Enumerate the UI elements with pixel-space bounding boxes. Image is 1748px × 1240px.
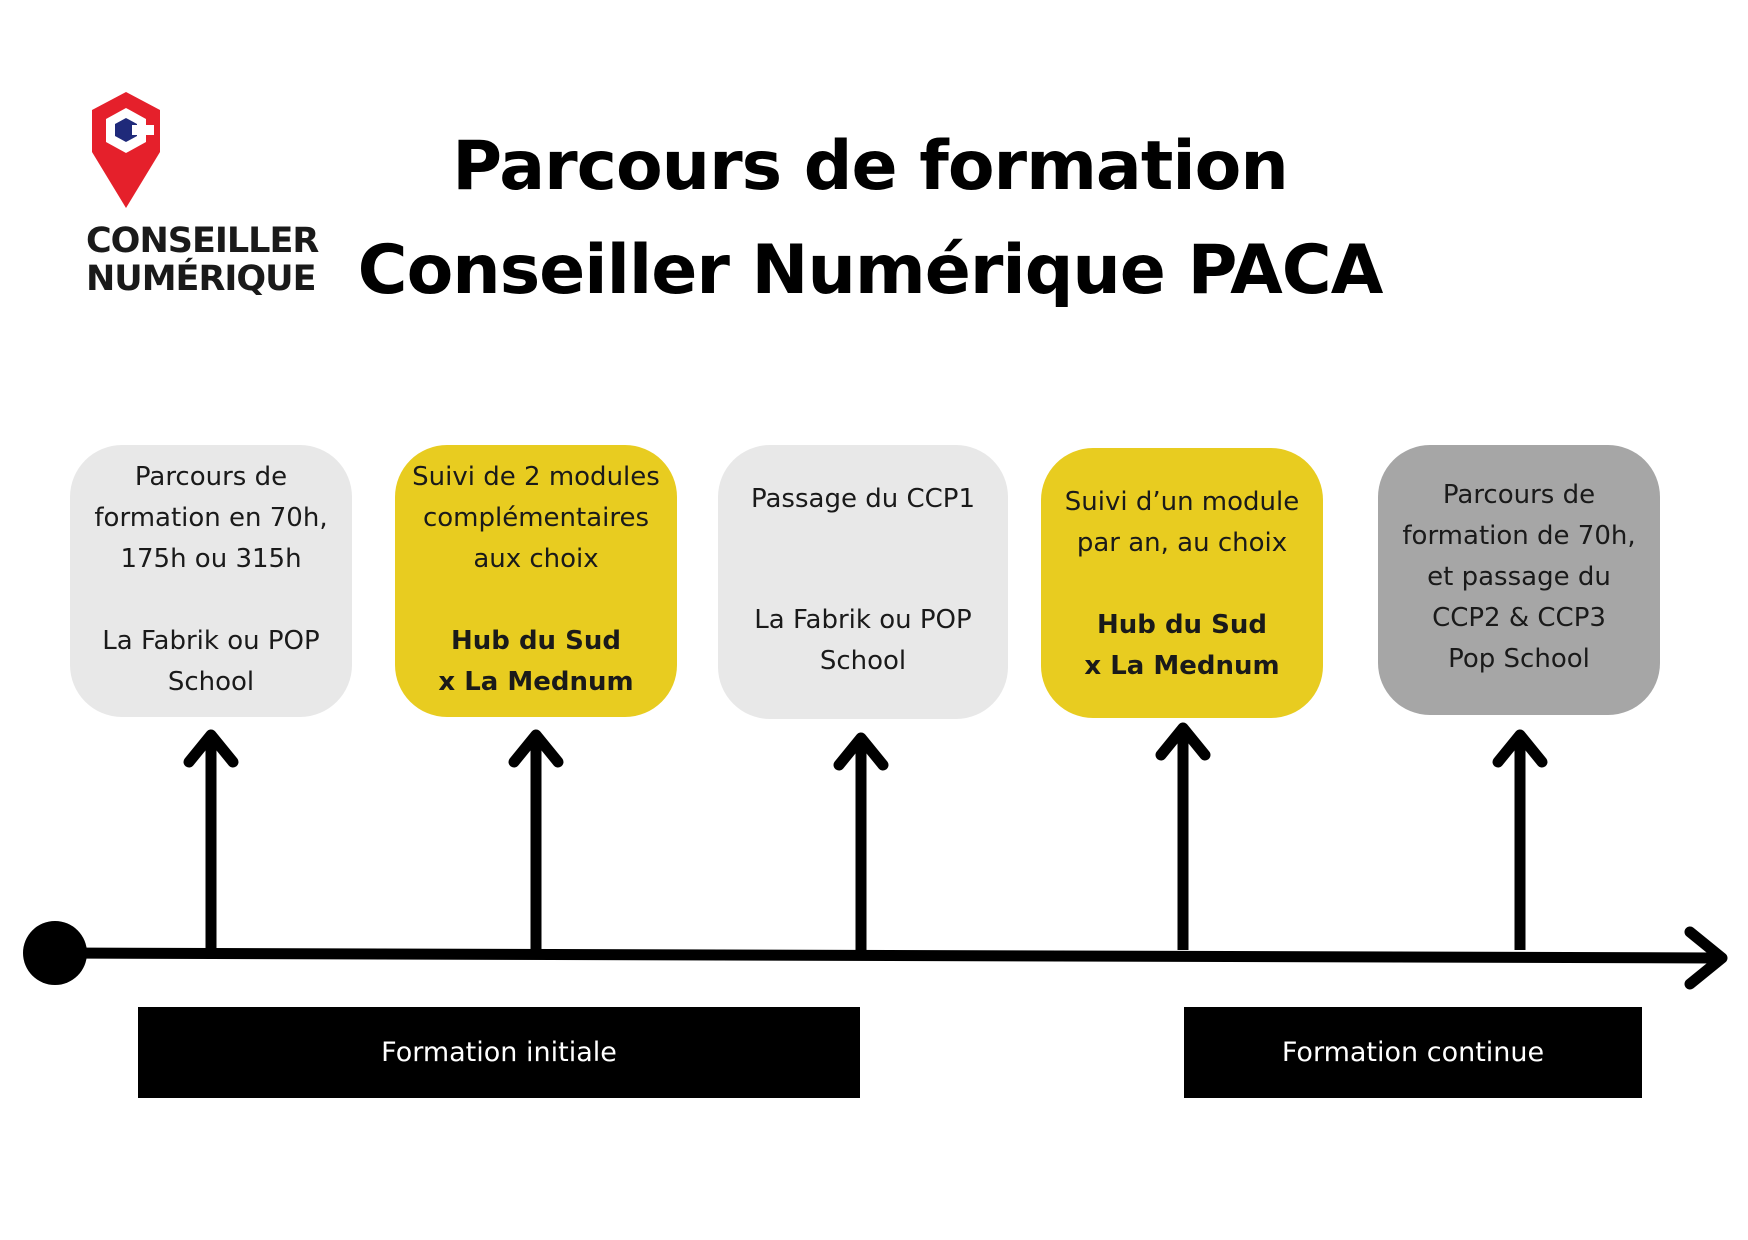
- step-1-provider: La Fabrik ou POP School: [102, 626, 320, 697]
- step-arrowhead-icon-3: [833, 732, 889, 771]
- step-1-text: Parcours de formation en 70h, 175h ou 31…: [94, 462, 328, 574]
- logo: CONSEILLER NUMÉRIQUE: [86, 90, 326, 310]
- step-2-text: Suivi de 2 modules complémentaires aux c…: [412, 462, 660, 574]
- page-title-line-2: Conseiller Numérique PACA: [357, 231, 1384, 310]
- step-arrowhead-icon-4: [1155, 722, 1211, 761]
- step-arrowhead-icon-2: [508, 729, 564, 768]
- step-5-text: Parcours de formation de 70h, et passage…: [1402, 480, 1636, 674]
- step-box-1: Parcours de formation en 70h, 175h ou 31…: [70, 445, 352, 717]
- timeline-arrowhead-icon: [1684, 926, 1728, 990]
- step-arrowhead-icon-5: [1492, 729, 1548, 768]
- logo-text-line-2: NUMÉRIQUE: [86, 259, 317, 299]
- step-4-provider: Hub du Sud x La Mednum: [1084, 610, 1280, 681]
- step-box-5: Parcours de formation de 70h, et passage…: [1378, 445, 1660, 715]
- step-box-4: Suivi d’un module par an, au choix Hub d…: [1041, 448, 1323, 718]
- step-box-2: Suivi de 2 modules complémentaires aux c…: [395, 445, 677, 717]
- step-4-text: Suivi d’un module par an, au choix: [1064, 487, 1300, 558]
- band-1-label: Formation initiale: [381, 1037, 617, 1068]
- map-pin-icon: [92, 92, 160, 208]
- band-formation-initiale: Formation initiale: [138, 1007, 860, 1098]
- step-arrowhead-icon-1: [183, 729, 239, 768]
- band-2-label: Formation continue: [1281, 1037, 1545, 1068]
- step-box-3: Passage du CCP1 La Fabrik ou POP School: [718, 445, 1008, 719]
- step-3-text: Passage du CCP1: [750, 484, 975, 514]
- step-2-provider: Hub du Sud x La Mednum: [438, 626, 634, 697]
- timeline-axis: [54, 947, 1717, 964]
- band-formation-continue: Formation continue: [1184, 1007, 1642, 1098]
- logo-text-line-1: CONSEILLER: [86, 221, 319, 261]
- page-title-line-1: Parcours de formation: [452, 127, 1289, 206]
- step-3-provider: La Fabrik ou POP School: [754, 605, 972, 676]
